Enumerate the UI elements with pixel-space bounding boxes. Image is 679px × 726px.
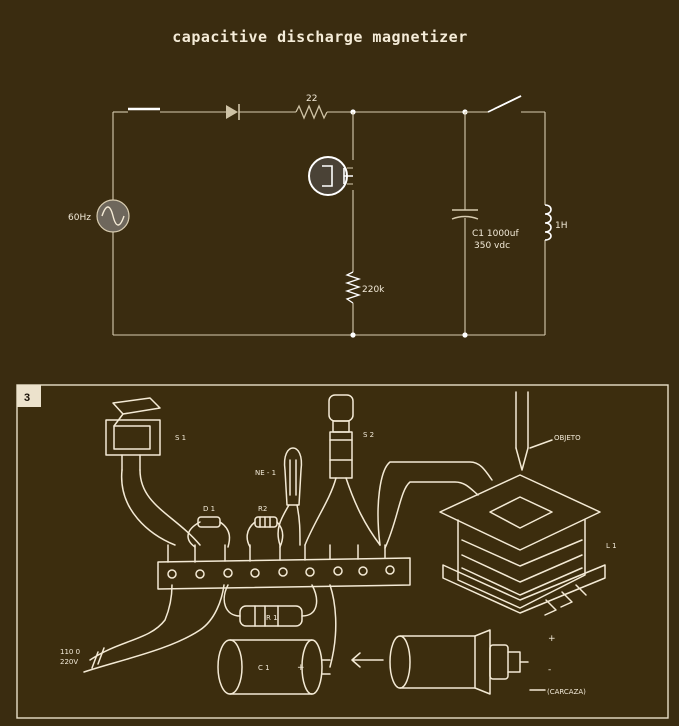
inductor-label: 1H: [555, 221, 568, 231]
node-dot: [350, 332, 356, 338]
coil-label: L 1: [606, 542, 617, 550]
insert-arrow: [351, 652, 384, 668]
node-dot: [462, 332, 468, 338]
figure-number-box: [17, 385, 41, 407]
resistor-22-label: 22: [306, 94, 317, 104]
case-label: (CARCAZA): [547, 688, 586, 696]
capacitor-label: C 1: [258, 664, 270, 672]
diode: [226, 104, 240, 120]
resistor2-label: R2: [258, 505, 267, 513]
switch1-label: S 1: [175, 434, 186, 442]
terminal-strip: [157, 544, 411, 590]
diode-label: D 1: [203, 505, 215, 513]
capacitor-label-1: C1 1000uf: [472, 229, 519, 239]
neon-lamp: [308, 156, 353, 196]
resistor-22: [295, 104, 328, 120]
page-title: capacitive discharge magnetizer: [172, 28, 468, 46]
assembly-figure: 3 S 1 S 2 NE - 1: [16, 384, 669, 719]
push-button-s2: [328, 394, 354, 479]
schematic: 22 1H C1 1000uf 350 vdc 220k: [68, 94, 568, 338]
resistor-220k-label: 220k: [362, 285, 385, 295]
neon-label: NE - 1: [255, 469, 276, 477]
socket-plus: +: [548, 634, 556, 644]
object-label: OBJETO: [554, 434, 581, 442]
resistor-220k: [344, 271, 362, 304]
capacitor-plus: +: [297, 663, 305, 673]
capacitor-socket: [389, 629, 529, 695]
object-screwdriver: [515, 391, 529, 471]
capacitor-c1-can: [217, 639, 331, 695]
switch2-label: S 2: [363, 431, 374, 439]
resistor1-label: R 1: [266, 614, 278, 622]
inductor-1h: [544, 204, 552, 241]
mains-label-2: 220V: [60, 658, 78, 666]
mains-cord: [83, 584, 225, 673]
figure-number: 3: [24, 392, 30, 404]
diode-d1: [187, 516, 231, 548]
socket-minus: -: [548, 665, 551, 675]
capacitor-label-2: 350 vdc: [474, 241, 510, 251]
neon-lamp-ne1: [283, 447, 303, 506]
mains-label-1: 110 0: [60, 648, 80, 656]
resistor-r1: [223, 584, 318, 627]
coil-l1: [439, 474, 606, 616]
rocker-switch-s1: [105, 397, 161, 471]
ac-source: [96, 199, 130, 233]
source-label: 60Hz: [68, 213, 91, 223]
